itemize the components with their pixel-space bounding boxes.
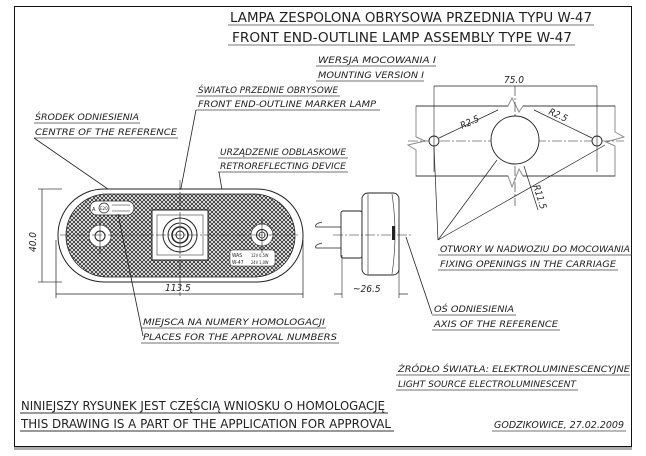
front-view: A E20 WAS W-47 12V 0,5W 24V 1,0W: [57, 180, 304, 337]
footer-place-date: GODZIKOWICE, 27.02.2009: [494, 420, 624, 431]
title-polish: LAMPA ZESPOLONA OBRYSOWA PRZEDNIA TYPU W…: [230, 10, 592, 26]
label-axis-reference-en: AXIS OF THE REFERENCE: [433, 320, 559, 330]
dimension-width: 113.5: [55, 240, 304, 298]
dimension-left-radius: R2.5: [459, 114, 481, 132]
footer-note-polish: NINIEJSZY RYSUNEK JEST CZĘŚCIĄ WNIOSKU O…: [21, 398, 385, 413]
label-axis-reference-pl: OŚ ODNIESIENIA: [434, 303, 514, 315]
dimension-hole-spacing-value: 75.0: [504, 75, 524, 86]
label-fixing-openings-pl: OTWORY W NADWOZIU DO MOCOWANIA: [440, 245, 630, 255]
label-fixing-openings: OTWORY W NADWOZIU DO MOCOWANIA FIXING OP…: [438, 245, 632, 271]
approval-mark: E20: [100, 206, 108, 212]
plate-line2-right: 24V 1,0W: [251, 260, 269, 265]
plate-line2-left: W-47: [232, 260, 244, 266]
label-fixing-openings-en: FIXING OPENINGS IN THE CARRIAGE: [440, 260, 617, 270]
label-approval-places-pl: MIEJSCA NA NUMERY HOMOLOGACJI: [143, 318, 326, 328]
footer: NINIEJSZY RYSUNEK JEST CZĘŚCIĄ WNIOSKU O…: [20, 398, 626, 432]
label-approval-places-en: PLACES FOR THE APPROVAL NUMBERS: [143, 333, 337, 343]
label-light-source: ŹRÓDŁO ŚWIATŁA: ELEKTROLUMINESCENCYJNE L…: [396, 363, 631, 391]
label-marker-lamp: ŚWIATŁO PRZEDNIE OBRYSOWE FRONT END-OUTL…: [171, 84, 380, 236]
mounting-pattern: 75.0 R2.5 R2.5 R11.5: [406, 75, 626, 241]
footer-note-english: THIS DRAWING IS A PART OF THE APPLICATIO…: [20, 417, 391, 431]
label-centre-reference-en: CENTRE OF THE REFERENCE: [35, 128, 178, 138]
approval-class: A: [92, 207, 96, 213]
center-opening: [490, 115, 540, 165]
label-light-source-en: LIGHT SOURCE ELECTROLUMINESCENT: [398, 380, 577, 390]
label-marker-lamp-pl: ŚWIATŁO PRZEDNIE OBRYSOWE: [198, 84, 339, 96]
type-plate: [229, 249, 276, 267]
dimension-height-value: 40.0: [28, 232, 39, 252]
dimension-right-radius: R2.5: [547, 107, 569, 125]
label-axis-reference: OŚ ODNIESIENIA AXIS OF THE REFERENCE: [432, 303, 560, 331]
title-english: FRONT END-OUTLINE LAMP ASSEMBLY TYPE W-4…: [232, 30, 572, 46]
approval-mark-area: [89, 200, 135, 216]
label-retroreflector-en: RETROREFLECTING DEVICE: [220, 162, 347, 172]
label-marker-lamp-en: FRONT END-OUTLINE MARKER LAMP: [198, 100, 376, 110]
mounting-version-english: MOUNTING VERSION I: [318, 71, 425, 81]
label-retroreflector-pl: URZĄDZENIE ODBLASKOWE: [220, 148, 347, 158]
title-block: LAMPA ZESPOLONA OBRYSOWA PRZEDNIA TYPU W…: [228, 10, 594, 82]
plate-line1-left: WAS: [232, 253, 242, 259]
dimension-height: 40.0: [28, 188, 62, 283]
mounting-version-polish: WERSJA MOCOWANIA I: [318, 56, 437, 66]
label-centre-reference-pl: ŚRODEK ODNIESIENIA: [35, 111, 139, 123]
plate-line1-right: 12V 0,5W: [251, 253, 269, 258]
dimension-depth-value: ~26.5: [353, 284, 381, 295]
side-view: ~26.5: [315, 192, 433, 315]
label-approval-places: MIEJSCA NA NUMERY HOMOLOGACJI PLACES FOR…: [141, 318, 339, 344]
dimension-width-value: 113.5: [165, 283, 191, 294]
dimension-center-radius: R11.5: [530, 184, 548, 211]
label-light-source-pl: ŹRÓDŁO ŚWIATŁA: ELEKTROLUMINESCENCYJNE: [397, 363, 631, 375]
